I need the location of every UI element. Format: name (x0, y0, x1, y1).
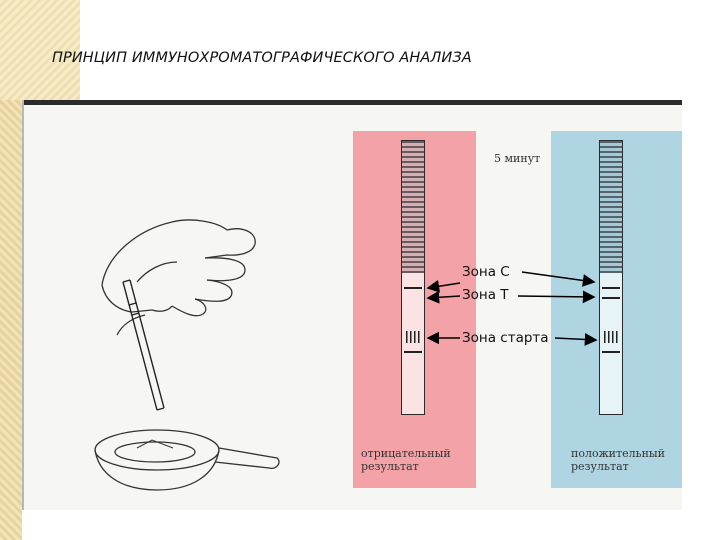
control-line (602, 287, 620, 289)
arrow-zone-t-negative (426, 290, 461, 304)
positive-result-panel: положительный результат (551, 131, 682, 488)
negative-result-label: отрицательный результат (361, 447, 451, 473)
sample-line (602, 351, 620, 353)
scan-top-edge (22, 100, 682, 105)
arrow-zone-t-positive (517, 290, 596, 304)
negative-result-panel: отрицательный результат (353, 131, 476, 488)
test-line (602, 297, 620, 299)
start-zone-marks (406, 331, 420, 343)
strip-label-area (600, 141, 622, 273)
sample-line (404, 351, 422, 353)
zone-t-label: Зона Т (462, 287, 509, 303)
scan-left-edge (22, 100, 24, 510)
arrow-zone-start-positive (554, 333, 598, 346)
negative-test-strip (401, 140, 425, 415)
decorative-border (0, 0, 22, 540)
strip-label-area (402, 141, 424, 273)
scanned-figure: 5 минут отрицательный результат положите… (22, 100, 682, 510)
zone-c-label: Зона С (462, 264, 510, 280)
control-line (404, 287, 422, 289)
zone-start-label: Зона старта (462, 330, 549, 346)
positive-test-strip (599, 140, 623, 415)
hand-dipping-strip-illustration (94, 219, 280, 491)
arrow-zone-c-positive (521, 271, 596, 287)
time-label: 5 минут (494, 152, 541, 165)
start-zone-marks (604, 331, 618, 343)
arrow-zone-c-negative (426, 279, 461, 293)
decorative-corner (0, 0, 80, 100)
positive-result-label: положительный результат (571, 447, 666, 473)
slide-title: ПРИНЦИП ИММУНОХРОМАТОГРАФИЧЕСКОГО АНАЛИЗ… (52, 50, 472, 66)
